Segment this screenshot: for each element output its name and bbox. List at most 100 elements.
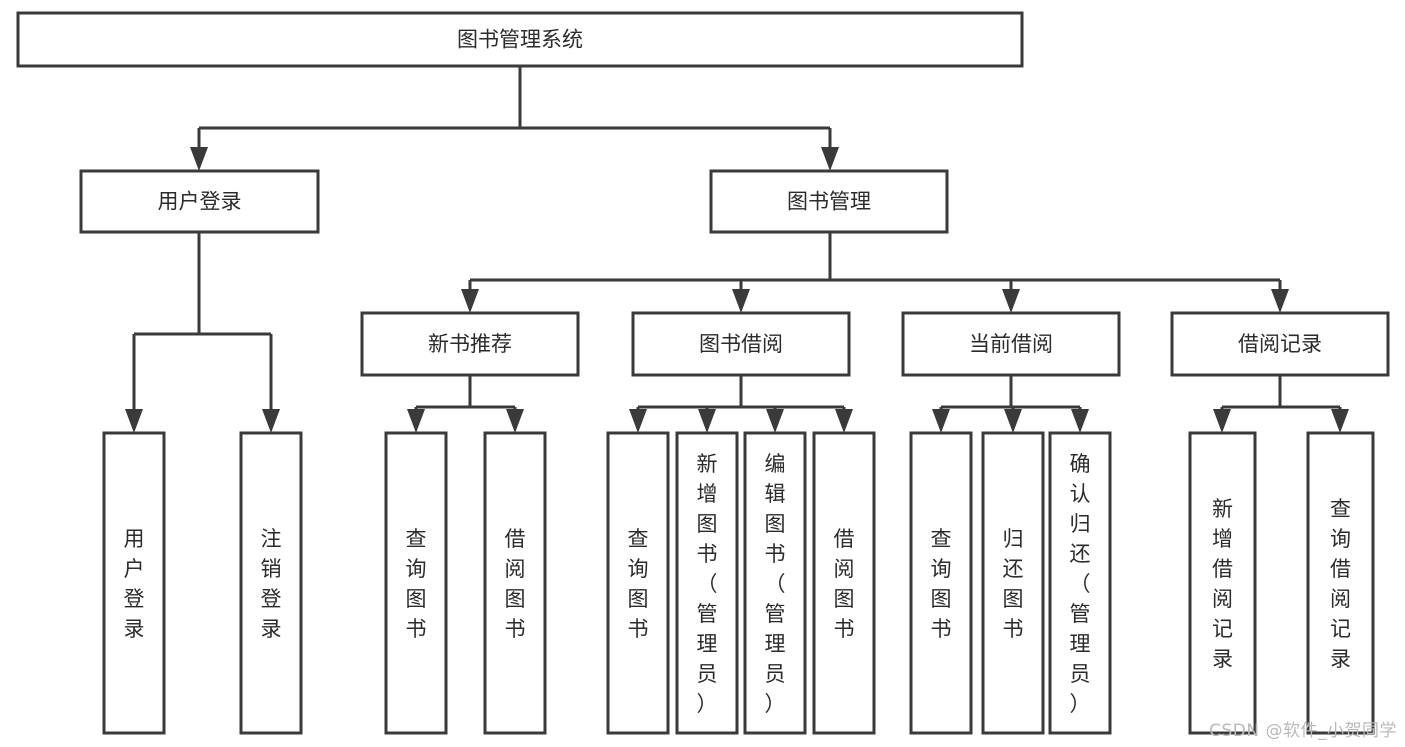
svg-text:书: 书 [697,542,718,566]
arrow-head-icon [1331,409,1349,433]
svg-text:归: 归 [1070,512,1091,536]
node-level3-2-box [901,311,1121,377]
node-level2-1-box [709,169,949,234]
node-leaf-10-box [1048,431,1112,735]
svg-text:登: 登 [261,587,282,611]
svg-text:书: 书 [406,617,427,641]
svg-text:登: 登 [124,587,145,611]
svg-text:管: 管 [697,602,718,626]
svg-text:书: 书 [628,617,649,641]
svg-text:）: ） [765,692,786,716]
svg-text:图: 图 [697,512,718,536]
node-level2-1[interactable]: 图书管理 [709,169,949,234]
svg-text:阅: 阅 [505,557,526,581]
node-leaf-7-box [812,431,876,735]
node-leaf-12-box [1306,431,1375,735]
svg-text:阅: 阅 [1212,587,1233,611]
node-root-label: 图书管理系统 [457,28,583,52]
svg-text:借: 借 [1330,557,1351,581]
svg-text:增: 增 [1212,527,1233,551]
arrow-head-icon [629,409,647,433]
svg-text:借: 借 [1212,557,1233,581]
svg-text:询: 询 [628,557,649,581]
node-leaf-0-label: 用户登录 [124,527,145,641]
svg-text:询: 询 [931,557,952,581]
arrow-head-icon [835,409,853,433]
svg-text:用: 用 [124,527,145,551]
svg-text:书: 书 [1003,617,1024,641]
svg-text:认: 认 [1070,482,1091,506]
svg-text:（: （ [765,572,786,596]
svg-text:还: 还 [1070,542,1091,566]
svg-text:查: 查 [628,527,649,551]
svg-text:理: 理 [1070,632,1091,656]
arrow-head-icon [1071,409,1089,433]
svg-text:图: 图 [1003,587,1024,611]
svg-text:图: 图 [931,587,952,611]
arrow-head-icon [262,409,280,433]
svg-text:员: 员 [765,662,786,686]
arrow-head-icon [1002,289,1020,313]
arrow-head-icon [732,289,750,313]
node-leaf-2-box [384,431,448,735]
svg-text:书: 书 [931,617,952,641]
node-level3-1-label: 图书借阅 [699,332,783,356]
svg-text:查: 查 [1330,497,1351,521]
svg-text:）: ） [1070,692,1091,716]
node-level3-1-box [631,311,851,377]
svg-text:图: 图 [834,587,855,611]
svg-text:管: 管 [1070,602,1091,626]
svg-text:新: 新 [697,452,718,476]
node-root-box [16,11,1024,68]
arrow-head-icon [461,289,479,313]
svg-text:图: 图 [765,512,786,536]
node-leaf-0[interactable]: 用户登录 [102,431,166,735]
svg-text:阅: 阅 [1330,587,1351,611]
node-leaf-6-box [743,431,807,735]
node-root[interactable]: 图书管理系统 [16,11,1024,68]
node-level2-1-label: 图书管理 [787,190,871,214]
arrow-head-icon [1271,289,1289,313]
node-level3-0-label: 新书推荐 [428,332,512,356]
svg-text:录: 录 [124,617,145,641]
arrow-head-icon [506,409,524,433]
node-level3-3-box [1170,311,1390,377]
node-level3-2[interactable]: 当前借阅 [901,311,1121,377]
node-level3-3[interactable]: 借阅记录 [1170,311,1390,377]
svg-text:）: ） [697,692,718,716]
arrow-head-icon [190,147,208,171]
svg-text:（: （ [697,572,718,596]
node-leaf-1-box [239,431,303,735]
node-level3-1[interactable]: 图书借阅 [631,311,851,377]
node-level3-0[interactable]: 新书推荐 [360,311,580,377]
svg-text:录: 录 [261,617,282,641]
svg-text:查: 查 [931,527,952,551]
svg-text:书: 书 [834,617,855,641]
svg-text:借: 借 [505,527,526,551]
node-leaf-5-box [675,431,739,735]
node-level2-0[interactable]: 用户登录 [79,169,320,234]
arrow-head-icon [932,409,950,433]
node-level3-2-label: 当前借阅 [969,332,1053,356]
